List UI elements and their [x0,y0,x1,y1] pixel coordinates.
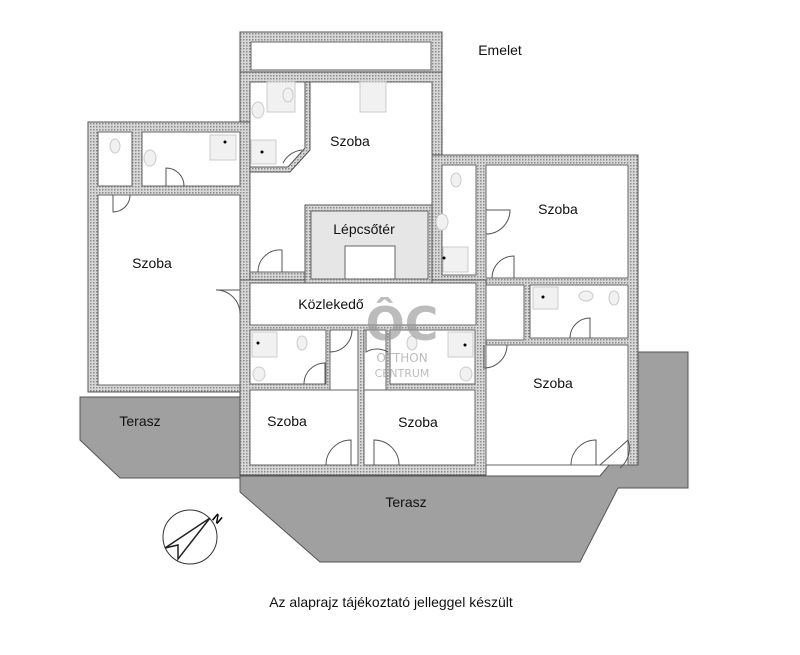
bottom-mid-room [363,389,476,466]
right-top-room [485,164,629,279]
room-label-corridor: Közlekedő [298,296,364,312]
fixtures [109,81,620,382]
left-terrace [79,396,241,479]
stair-opening [344,245,396,280]
room-label-left: Szoba [132,255,172,271]
room-label-right-bottom: Szoba [533,375,573,391]
balcony [250,41,432,71]
room-label-bottom-left: Szoba [267,413,307,429]
top-bath-wall [249,81,311,173]
doors [112,149,630,469]
right-bottom-room [485,344,629,466]
watermark-logo: ÔC OTTHON CENTRUM [366,297,439,380]
bottom-left-entry [329,329,359,391]
terrace-label-bottom: Terasz [385,494,426,510]
svg-text:CENTRUM: CENTRUM [375,367,430,380]
room-label-top-center: Szoba [330,133,370,149]
disclaimer-caption: Az alaprajz tájékoztató jelleggel készül… [269,594,513,610]
north-compass: N [162,509,226,565]
room-label-bottom-mid: Szoba [398,414,438,430]
room-label-right-top: Szoba [538,201,578,217]
north-label: N [210,511,226,527]
right-hall [485,284,525,341]
corridor [249,282,477,326]
svg-text:ÔC: ÔC [366,297,439,351]
svg-text:OTTHON: OTTHON [376,351,427,365]
room-label-stairwell: Lépcsőtér [333,221,395,237]
bottom-left-room [249,389,359,466]
bottom-mid-entry [363,329,387,391]
terrace-label-left: Terasz [119,413,160,429]
floor-label: Emelet [478,42,522,58]
